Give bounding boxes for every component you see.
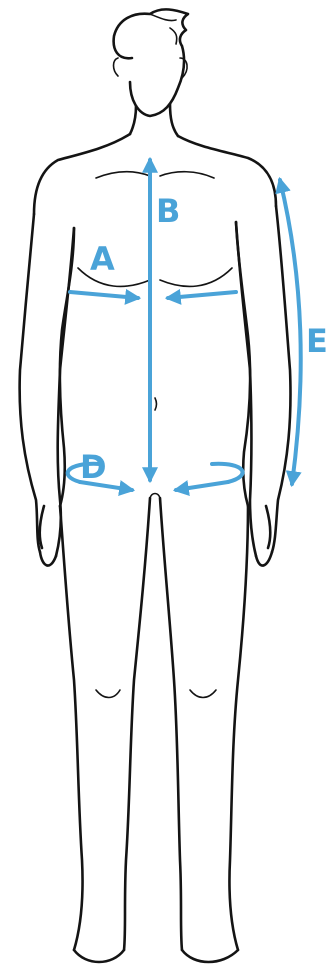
navel — [155, 398, 157, 410]
ear-left — [114, 58, 119, 76]
label-a: A — [90, 240, 115, 278]
torso-left — [60, 228, 74, 506]
figure-outline — [20, 9, 291, 962]
arm-right-outer — [272, 206, 291, 552]
arrow-a-right — [168, 292, 236, 298]
shoulder-right — [178, 136, 276, 206]
head-outline — [114, 9, 188, 116]
hand-right — [256, 506, 272, 566]
measurement-arrows — [68, 160, 301, 490]
neck-left — [130, 106, 136, 134]
leg-right-inner — [160, 498, 182, 950]
arrow-d-loop-right — [212, 464, 243, 482]
torso-right — [236, 222, 250, 506]
neck-right — [170, 104, 178, 136]
hand-left — [40, 506, 56, 566]
knee-left — [96, 690, 120, 698]
foot-left — [74, 950, 124, 962]
arrow-a-left — [70, 292, 138, 298]
collarbone — [96, 172, 214, 178]
hair-line — [150, 14, 177, 44]
label-b: B — [156, 192, 180, 230]
leg-right-outer — [229, 506, 248, 950]
crotch-line — [150, 494, 160, 499]
arm-right-inner — [236, 222, 256, 556]
leg-left-outer — [60, 506, 83, 950]
label-e: E — [306, 322, 328, 360]
arrow-e — [280, 180, 301, 484]
knee-right — [190, 690, 216, 698]
leg-left-inner — [124, 498, 150, 950]
foot-right — [182, 950, 238, 962]
label-d: D — [80, 448, 107, 486]
arrow-d-right — [176, 482, 228, 490]
arm-left-outer — [20, 214, 40, 552]
shoulder-left — [34, 134, 130, 214]
